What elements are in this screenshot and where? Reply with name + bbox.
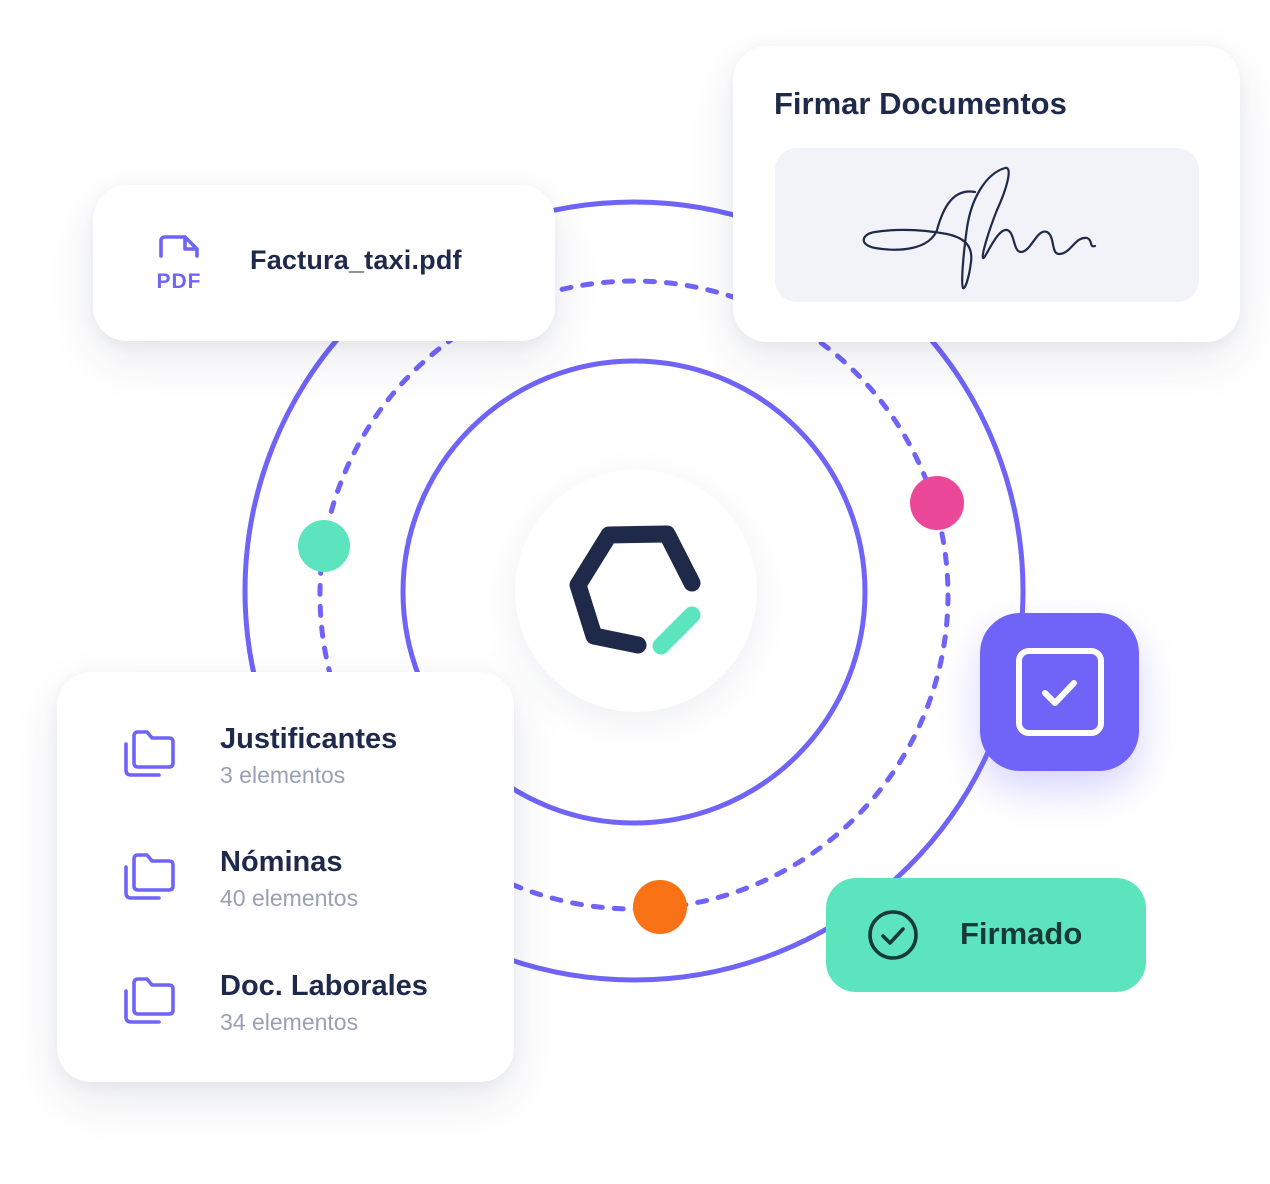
folder-stack-icon (124, 853, 175, 900)
folder-stack-icon (124, 730, 175, 777)
handwritten-signature (862, 166, 1097, 290)
folder-item-doc-laborales[interactable]: Doc. Laborales 34 elementos (57, 970, 514, 1071)
inner-orbit-ring (400, 358, 868, 826)
folder-title: Justificantes (220, 723, 398, 755)
folder-item-nominas[interactable]: Nóminas 40 elementos (57, 846, 514, 947)
signed-status-badge[interactable]: Firmado (826, 878, 1146, 992)
checkbox-icon (1016, 648, 1104, 736)
folder-item-justificantes[interactable]: Justificantes 3 elementos (57, 723, 514, 824)
status-label: Firmado (960, 916, 1083, 951)
folder-title: Nóminas (220, 846, 343, 878)
file-name: Factura_taxi.pdf (250, 245, 462, 275)
folder-count: 3 elementos (220, 762, 346, 788)
checkbox-tile[interactable] (980, 613, 1139, 771)
pdf-file-icon: PDF (155, 234, 207, 294)
svg-text:PDF: PDF (157, 270, 202, 293)
folder-count: 40 elementos (220, 885, 359, 911)
folder-list-card: Justificantes 3 elementos Nóminas 40 ele… (57, 672, 514, 1082)
file-card[interactable]: PDF Factura_taxi.pdf (93, 185, 555, 341)
sign-card-title: Firmar Documentos (774, 86, 1067, 121)
signature-pad[interactable] (775, 148, 1199, 302)
folder-count: 34 elementos (220, 1009, 359, 1035)
orange-orbit-dot (633, 880, 687, 934)
outer-orbit-ring (242, 199, 1026, 983)
folder-title: Doc. Laborales (220, 970, 428, 1002)
check-circle-icon (868, 910, 918, 960)
folder-stack-icon (124, 977, 175, 1024)
center-logo-disc (515, 470, 757, 712)
pink-orbit-dot (910, 476, 964, 530)
sign-documents-card: Firmar Documentos (733, 46, 1240, 342)
hexagon-logo-icon (569, 525, 701, 655)
green-orbit-dot (298, 520, 350, 572)
